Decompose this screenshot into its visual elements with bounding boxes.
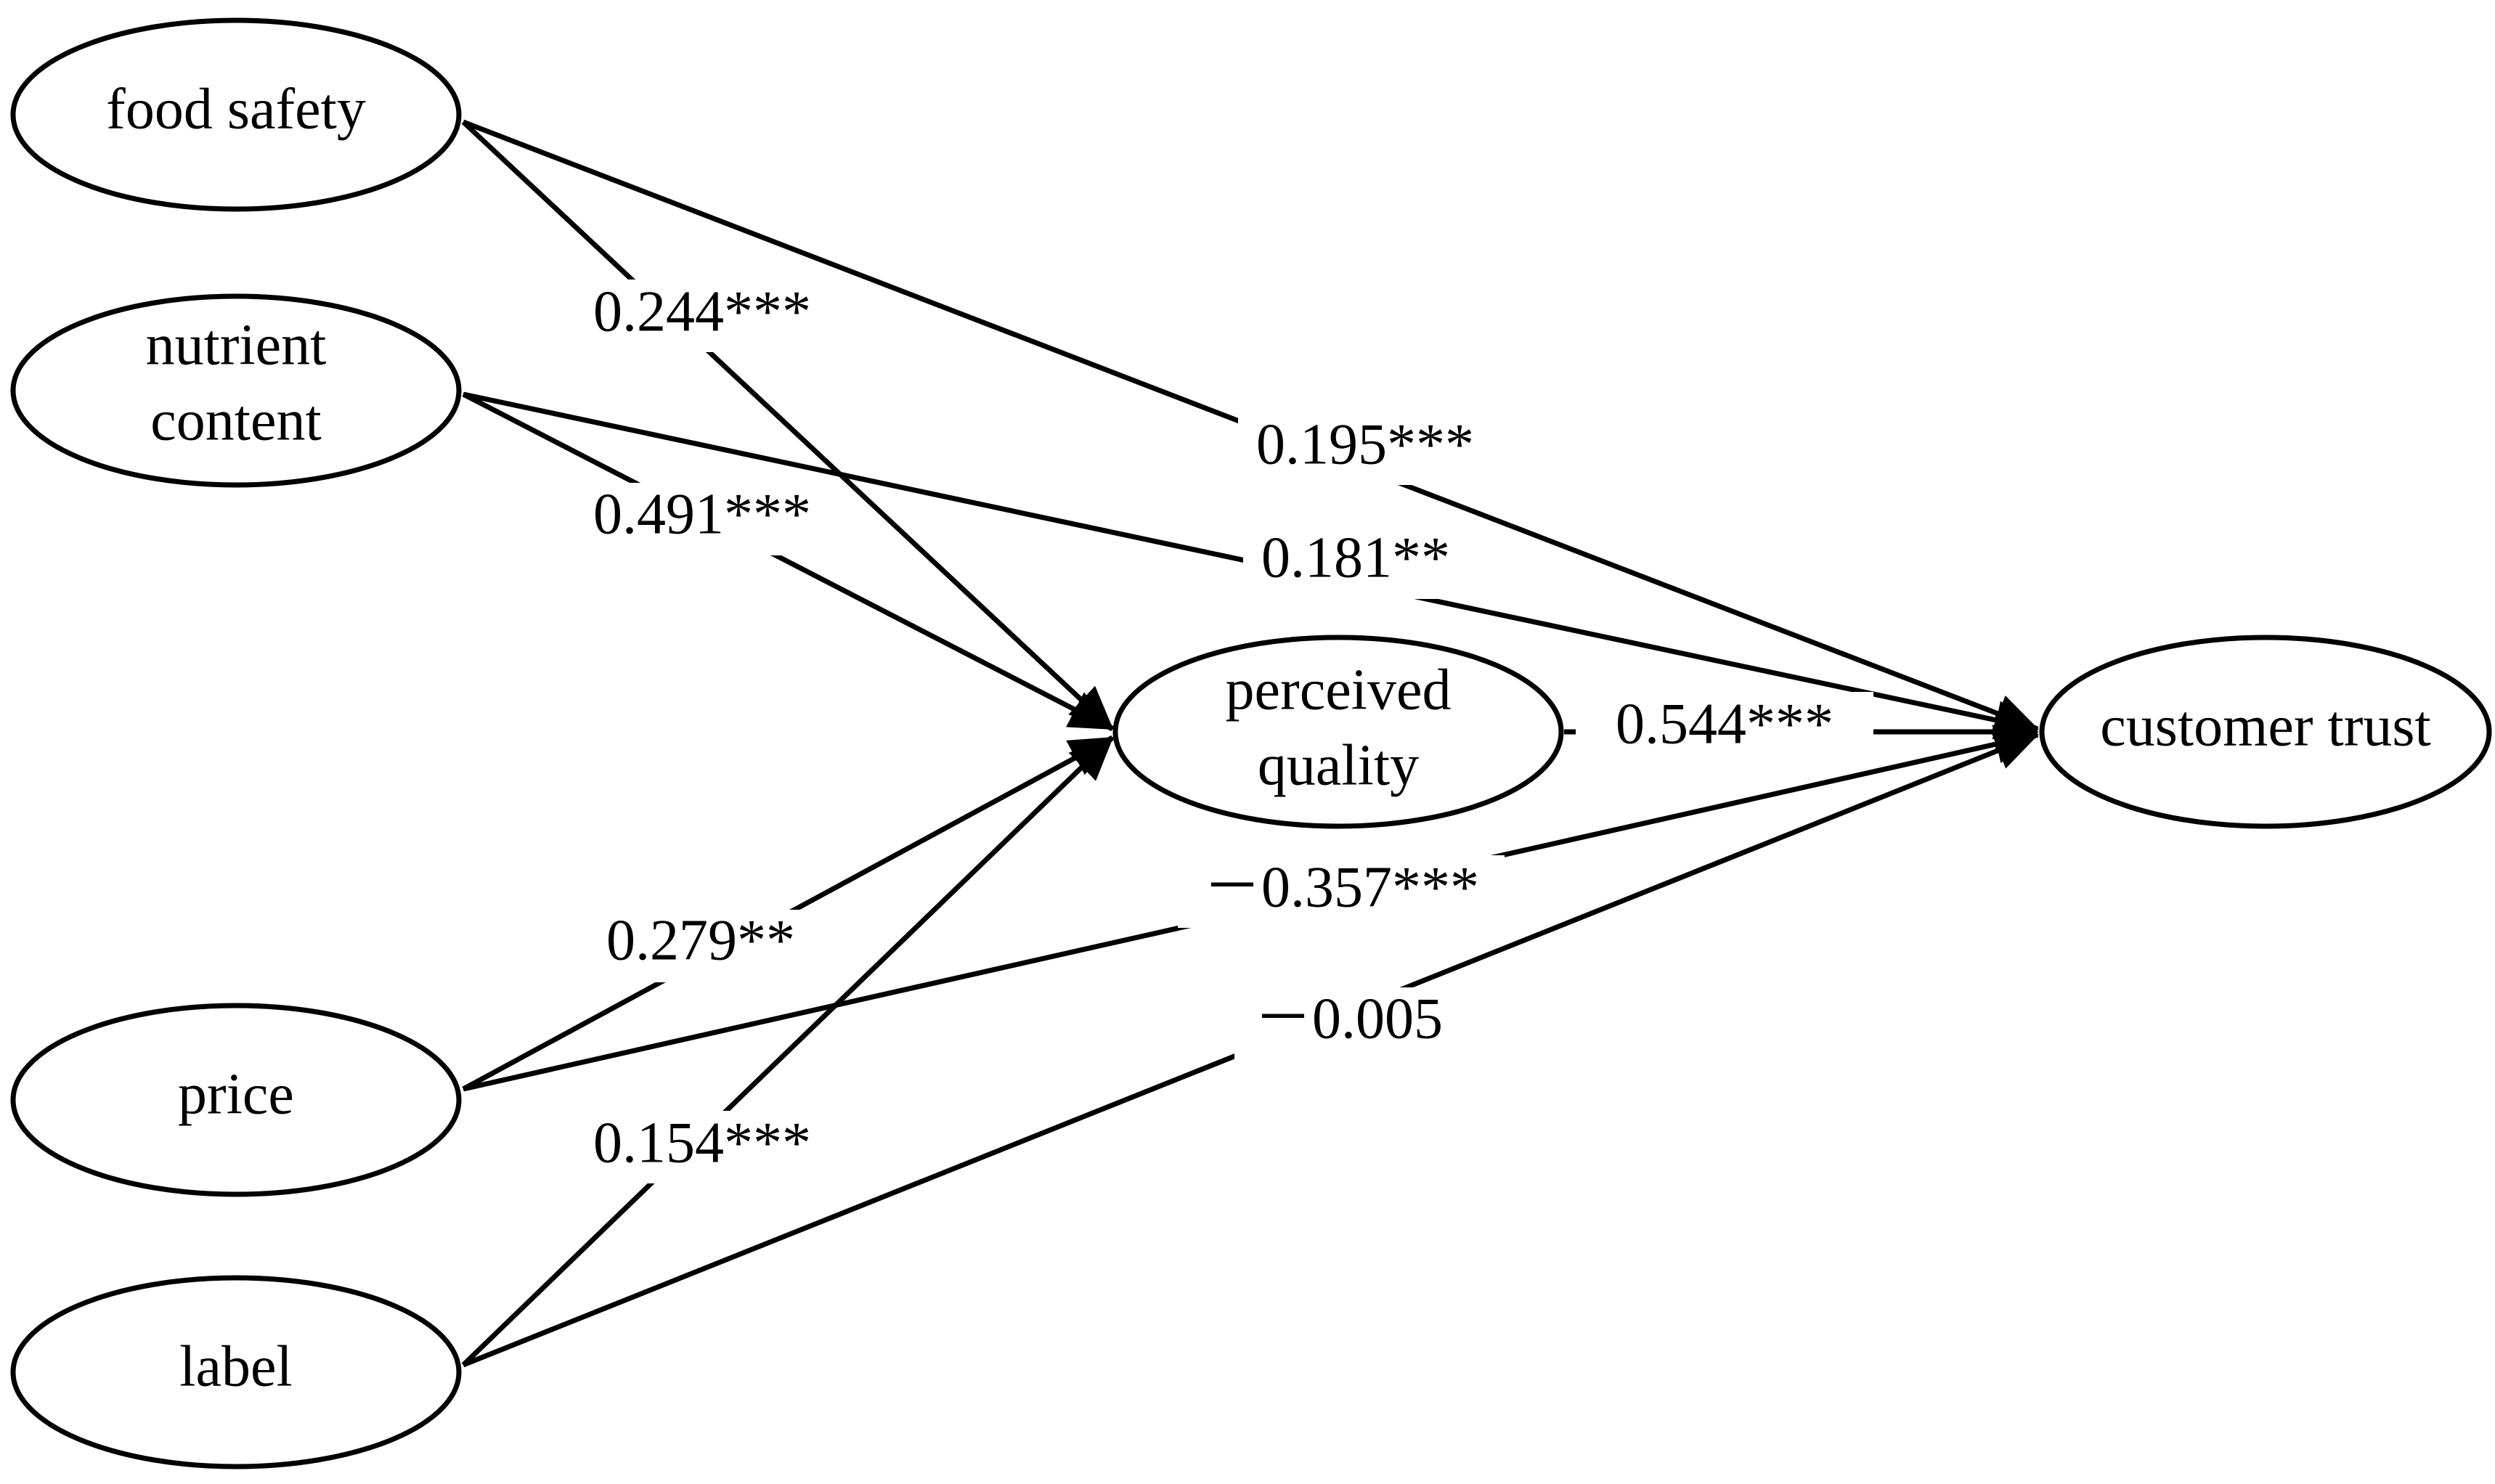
node-food-safety: food safety [10, 17, 462, 212]
node-nutrient-content: nutrient content [10, 293, 462, 488]
svg-text:0.195***: 0.195*** [1256, 412, 1474, 476]
svg-text:label: label [179, 1334, 292, 1398]
svg-text:0.544***: 0.544*** [1616, 692, 1833, 756]
node-perceived-quality: perceived quality [1112, 635, 1564, 829]
svg-text:0.491***: 0.491*** [593, 482, 811, 546]
svg-text:quality: quality [1258, 733, 1419, 797]
edge-food-safety-to-perceived-quality [461, 120, 1115, 731]
edge-label-to-perceived-quality [461, 735, 1115, 1367]
coefficient-nutrient-content-customer-trust: 0.181** [1243, 526, 1468, 599]
svg-text:food safety: food safety [106, 77, 366, 141]
coefficient-perceived-quality-customer-trust: 0.544*** [1576, 692, 1873, 767]
coefficient-label-customer-trust: －0.005 [1234, 987, 1463, 1060]
coefficient-nutrient-content-perceived-quality: 0.491*** [577, 482, 828, 555]
node-label: label [10, 1275, 462, 1469]
edge-labels: 0.244*** 0.491*** 0.279** 0.154*** 0.195… [577, 280, 1873, 1183]
coefficient-price-customer-trust: －0.357*** [1178, 855, 1505, 928]
node-customer-trust: customer trust [2039, 635, 2492, 829]
coefficient-label-perceived-quality: 0.154*** [577, 1111, 828, 1183]
svg-text:0.154***: 0.154*** [593, 1111, 811, 1175]
svg-text:0.181**: 0.181** [1261, 526, 1450, 590]
svg-text:0.244***: 0.244*** [593, 280, 811, 343]
svg-text:content: content [150, 388, 321, 452]
coefficient-food-safety-perceived-quality: 0.244*** [577, 280, 828, 352]
coefficient-price-perceived-quality: 0.279** [592, 908, 810, 982]
svg-text:0.279**: 0.279** [606, 908, 795, 972]
svg-text:price: price [178, 1062, 294, 1126]
edge-nutrient-content-to-perceived-quality [462, 391, 1114, 732]
svg-text:customer trust: customer trust [2100, 694, 2430, 758]
svg-text:－0.357***: －0.357*** [1203, 855, 1479, 919]
svg-text:－0.005: －0.005 [1254, 987, 1443, 1051]
svg-text:nutrient: nutrient [146, 313, 327, 377]
coefficient-food-safety-customer-trust: 0.195*** [1238, 412, 1492, 485]
svg-text:perceived: perceived [1226, 658, 1452, 722]
node-price: price [10, 1003, 462, 1197]
